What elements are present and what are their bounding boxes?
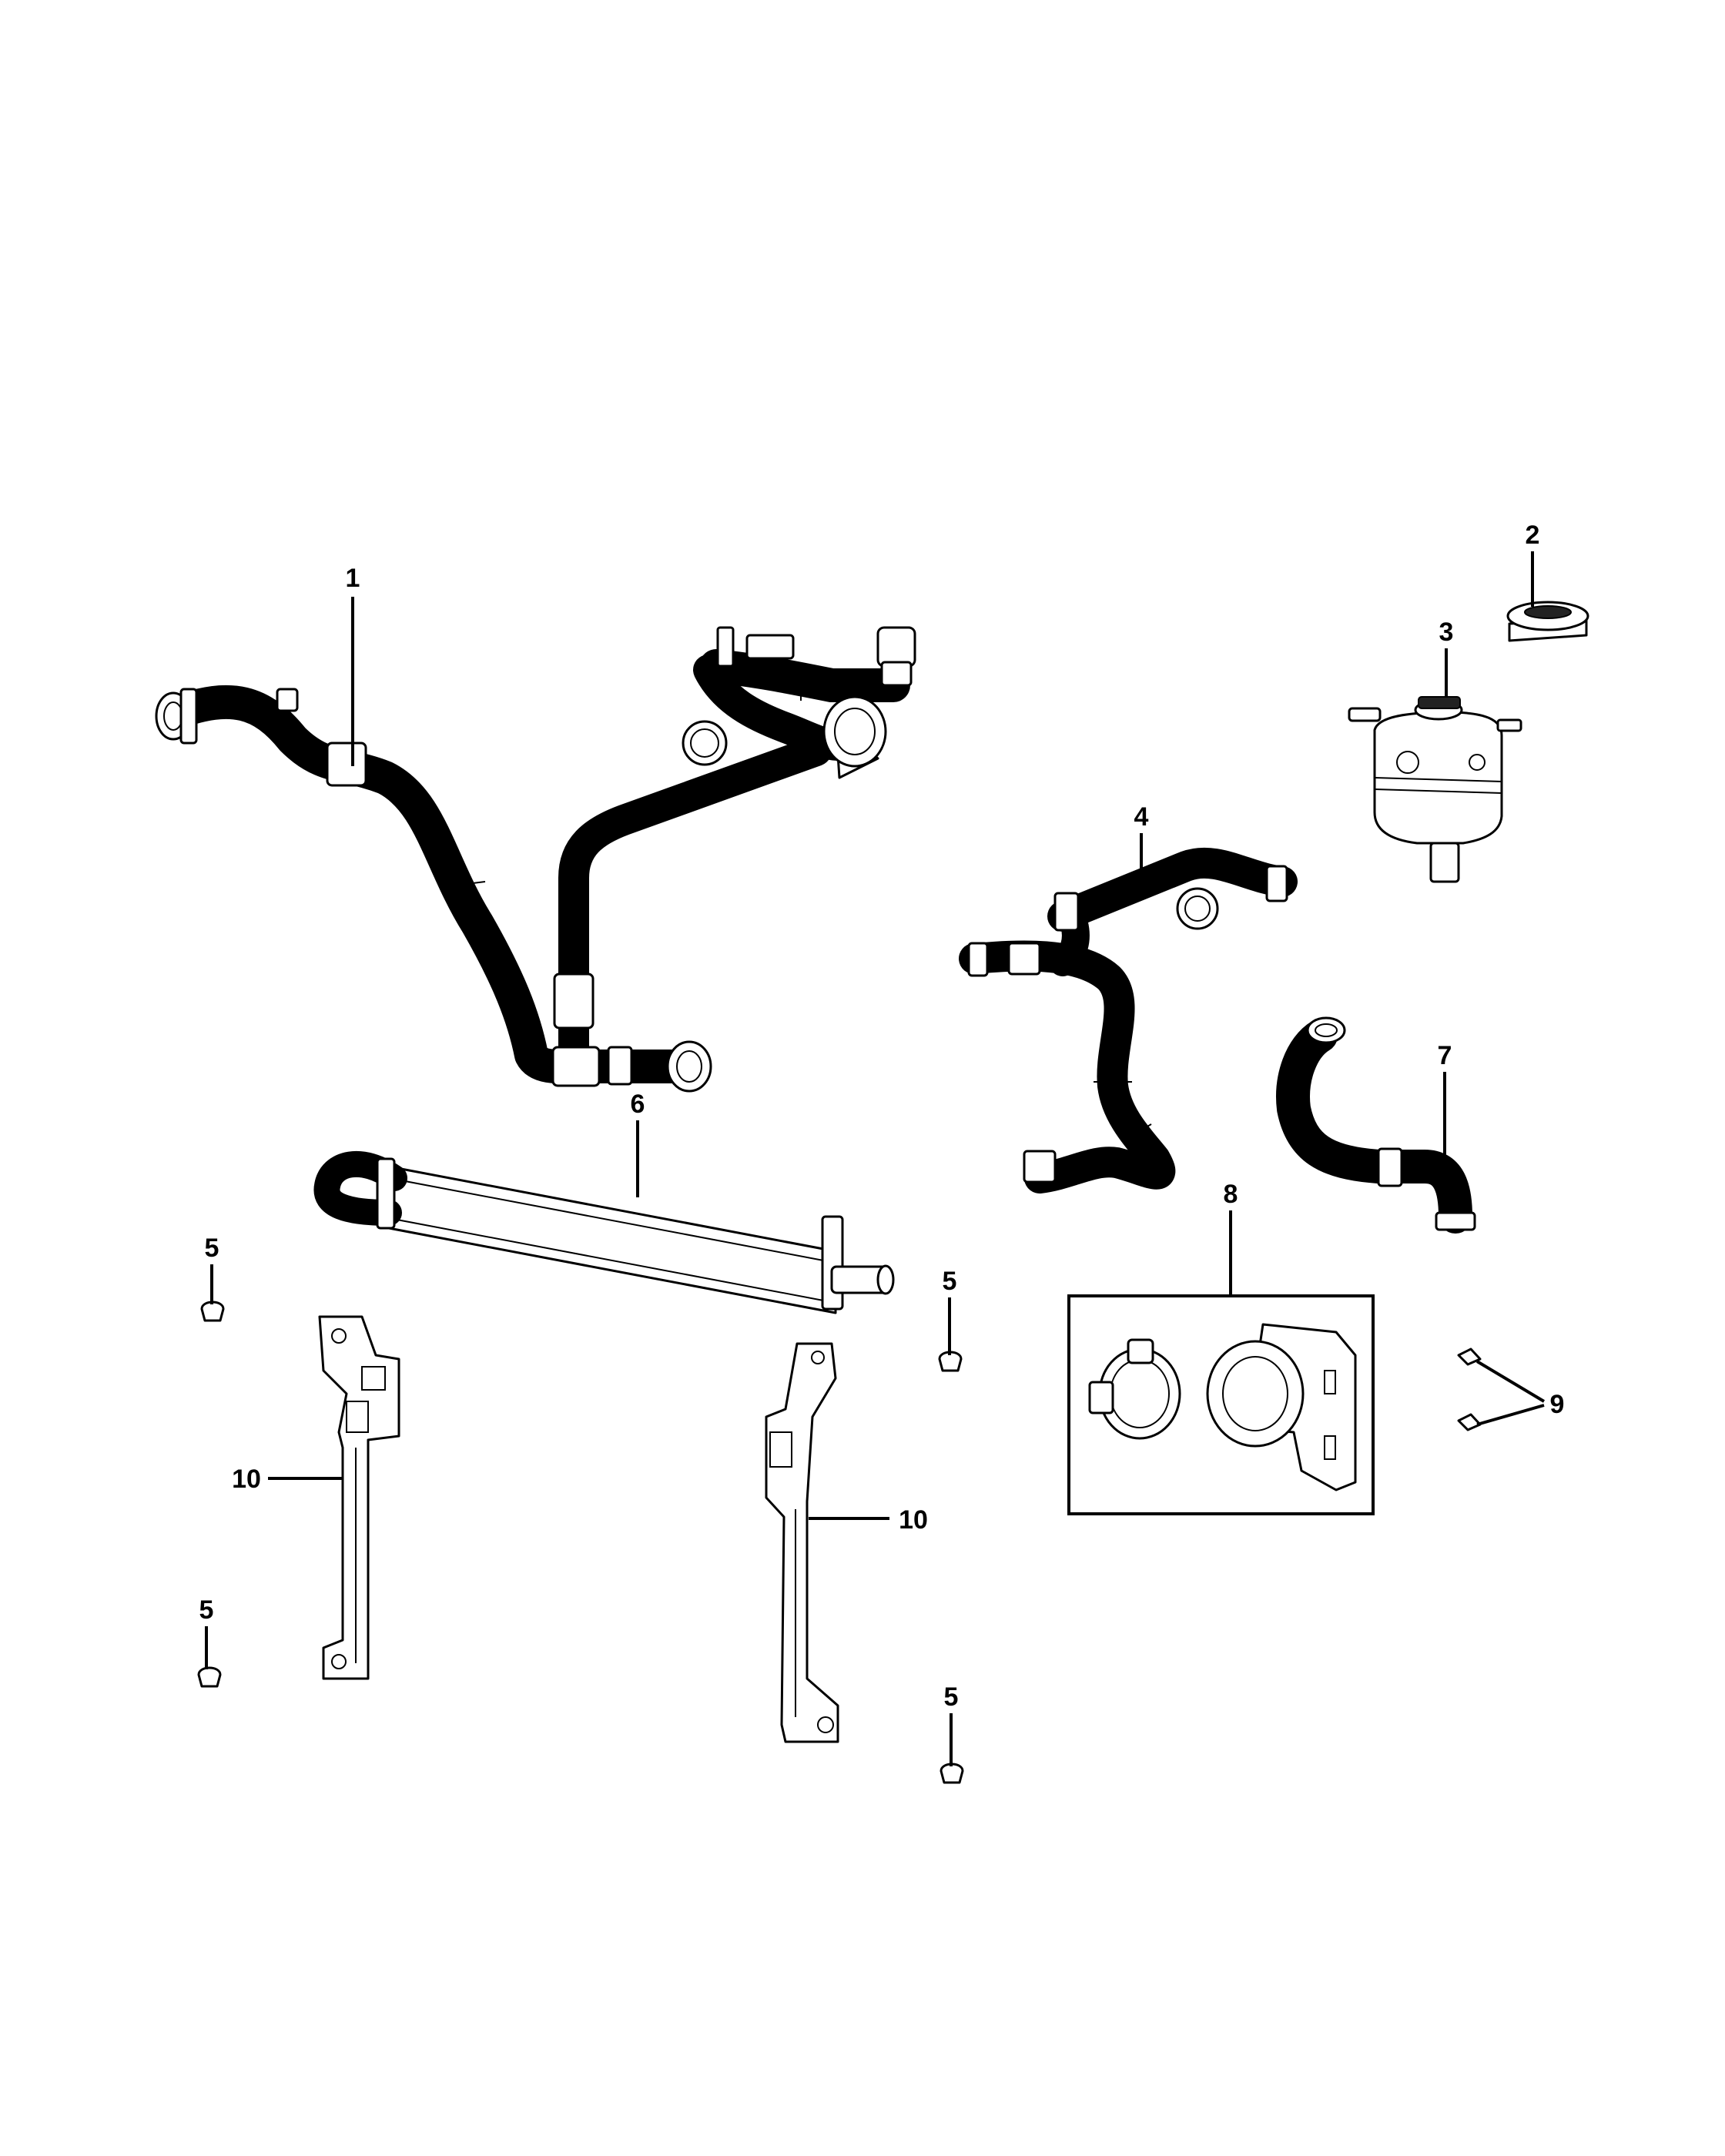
svg-text:2: 2 [1526,521,1540,550]
svg-text:5: 5 [199,1595,214,1625]
part-5-fastener-b [938,1351,963,1372]
svg-text:10: 10 [232,1465,261,1494]
part-7-coolant-hose [1276,1016,1476,1234]
svg-text:5: 5 [943,1267,957,1296]
callout-3: 3 [1439,618,1454,698]
callout-5d: 5 [944,1682,959,1766]
part-3-coolant-reservoir [1348,696,1522,883]
svg-text:1: 1 [346,564,360,593]
part-1-coolant-hose-assembly [155,626,916,1093]
callout-9: 9 [1475,1360,1565,1426]
callout-5b: 5 [943,1267,957,1355]
callout-1: 1 [346,564,360,766]
callout-10a: 10 [232,1465,343,1494]
part-10-bracket-right [765,1342,839,1743]
part-6-oil-cooler [313,1150,895,1314]
part-5-fastener-a [200,1301,225,1322]
svg-text:9: 9 [1550,1390,1565,1419]
svg-text:5: 5 [944,1682,959,1712]
callout-5c: 5 [199,1595,214,1669]
part-10-bracket-left [318,1315,400,1680]
svg-text:4: 4 [1134,802,1149,832]
svg-text:3: 3 [1439,618,1454,647]
svg-text:10: 10 [899,1505,928,1535]
svg-text:6: 6 [631,1090,645,1119]
part-5-fastener-c [197,1666,222,1688]
callout-10b: 10 [809,1505,928,1535]
svg-text:7: 7 [1438,1041,1452,1070]
part-4-heater-hose-assembly [959,847,1298,1194]
part-5-fastener-d [940,1763,964,1784]
callout-5a: 5 [205,1234,219,1304]
callout-8: 8 [1224,1180,1238,1296]
part-8-thermostat-kit [1067,1294,1375,1515]
callout-6: 6 [631,1090,645,1197]
callout-4: 4 [1134,802,1149,884]
callout-2: 2 [1526,521,1540,607]
svg-text:8: 8 [1224,1180,1238,1209]
part-2-reservoir-cap [1506,601,1589,642]
part-9-bolts [1457,1348,1482,1431]
svg-text:5: 5 [205,1234,219,1263]
callout-7: 7 [1438,1041,1452,1155]
